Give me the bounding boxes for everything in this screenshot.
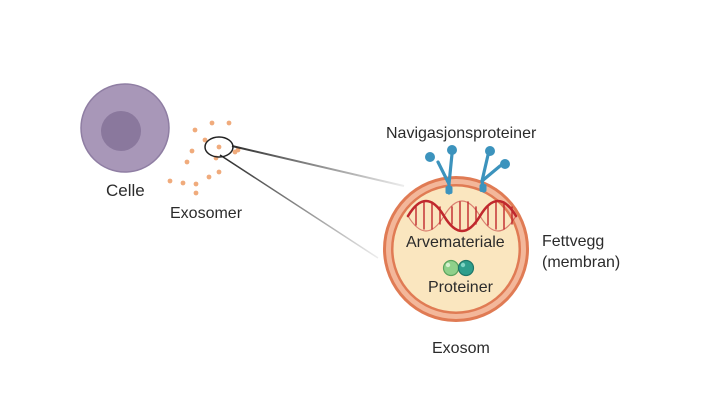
exosome-dot	[193, 190, 199, 196]
exosomes-label: Exosomer	[170, 205, 243, 222]
protein-beads-icon	[442, 259, 475, 277]
cell	[80, 83, 170, 173]
exosome-dot	[189, 148, 195, 154]
cell-label: Celle	[106, 181, 145, 200]
exosome-detail: Arvemateriale Proteiner	[383, 176, 529, 322]
exosome-dot	[216, 169, 222, 175]
exosome-dot	[180, 180, 186, 186]
exosome-dot	[167, 178, 173, 184]
exosome-dot	[206, 174, 212, 180]
receptor-anchors	[445, 184, 487, 194]
dna-helix-icon	[406, 199, 518, 233]
proteins-label: Proteiner	[428, 279, 494, 296]
exosome-dot	[192, 127, 198, 133]
exosome-dot	[202, 137, 208, 143]
zoom-circle	[204, 136, 234, 158]
navigation-proteins-label: Navigasjonsproteiner	[386, 125, 537, 142]
membrane-label-line2: (membran)	[542, 254, 620, 271]
exosome-dot	[193, 181, 199, 187]
exosome-dot	[235, 147, 241, 153]
membrane-label-line1: Fettvegg	[542, 233, 604, 250]
highlighted-exosome	[216, 144, 222, 150]
zoom-line-top	[231, 145, 405, 187]
exosome-label: Exosom	[432, 340, 490, 357]
receptor-tips	[425, 145, 510, 169]
cell-nucleus	[101, 111, 141, 151]
exosome-dot	[209, 120, 215, 126]
exosome-dot	[184, 159, 190, 165]
exosome-dot	[226, 120, 232, 126]
zoom-line-bottom	[219, 154, 379, 259]
exosome-dots	[167, 120, 241, 196]
exosome-lumen	[393, 186, 519, 312]
genetic-material-label: Arvemateriale	[406, 234, 505, 251]
